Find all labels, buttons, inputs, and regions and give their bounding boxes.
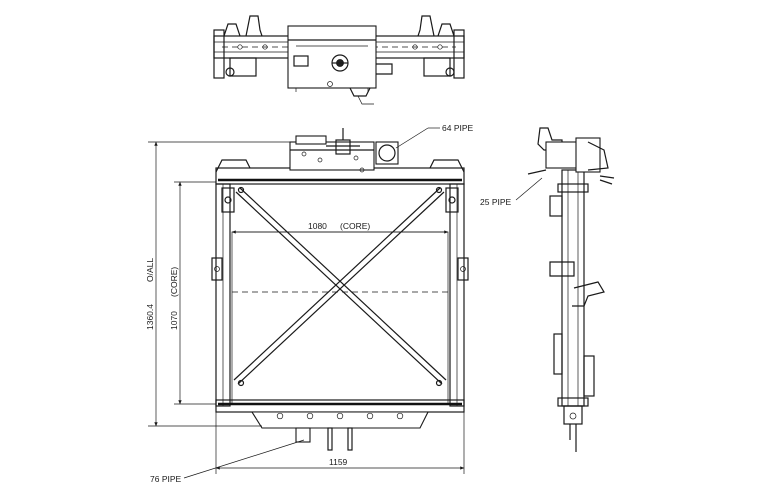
core-height-tag: (CORE)	[169, 267, 179, 297]
pipe-64-label: 64 PIPE	[442, 123, 474, 133]
top-view	[213, 15, 465, 105]
core-width-value: 1080	[308, 221, 327, 231]
overall-width-value: 1159	[329, 457, 348, 467]
dimension-lines	[148, 127, 543, 479]
core-width-tag: (CORE)	[340, 221, 370, 231]
overall-height-tag: O/ALL	[145, 258, 155, 282]
overall-height-value: 1360.4	[145, 304, 155, 330]
pipe-25-label: 25 PIPE	[480, 197, 512, 207]
side-view	[527, 127, 615, 452]
core-height-value: 1070	[169, 311, 179, 330]
front-view	[211, 128, 469, 451]
pipe-76-label: 76 PIPE	[150, 474, 182, 484]
